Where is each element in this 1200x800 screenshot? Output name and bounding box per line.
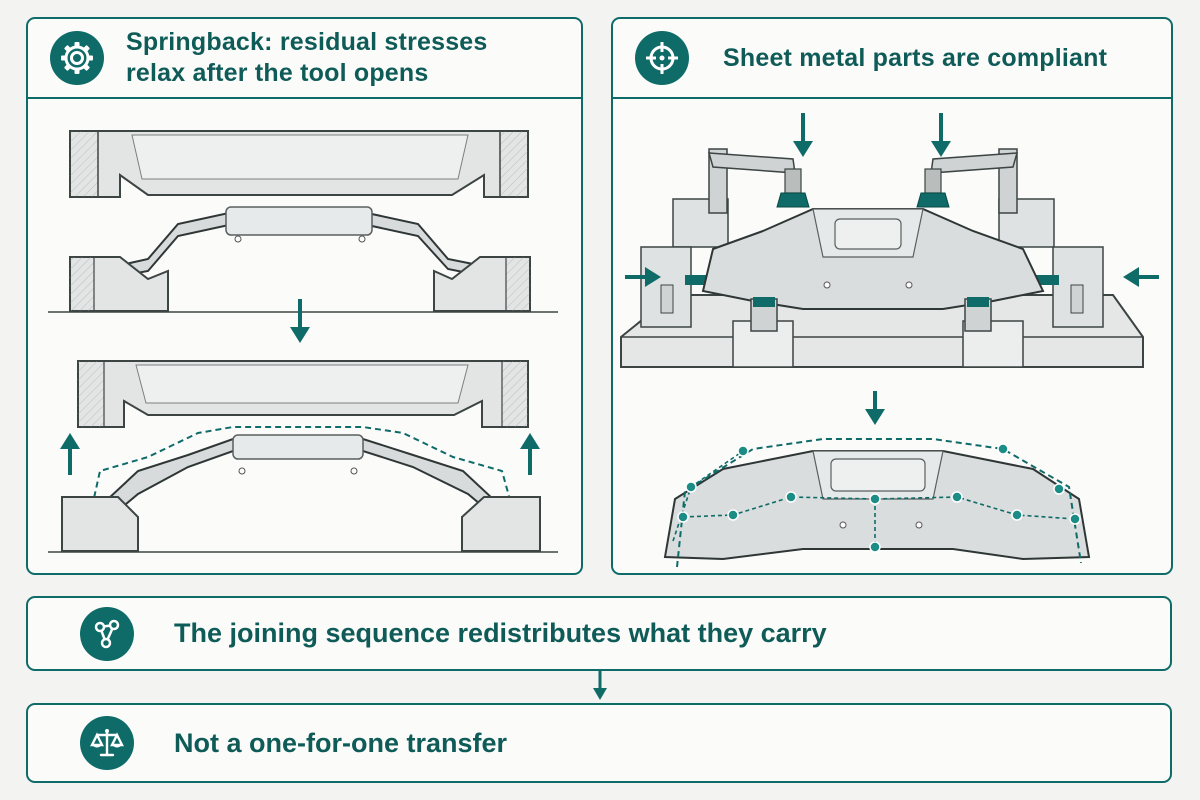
released-sheet-part	[663, 450, 1091, 561]
upper-tool-closed	[69, 130, 529, 198]
tool-open-arrow-left	[60, 433, 80, 475]
clamp-force-arrow-top-left	[793, 113, 813, 157]
springback-header: Springback: residual stresses relax afte…	[28, 19, 581, 99]
release-arrow	[865, 391, 885, 425]
compliant-header: Sheet metal parts are compliant	[613, 19, 1171, 99]
clamp-force-arrow-right	[1123, 267, 1159, 287]
banner-connector-arrow	[593, 671, 607, 700]
lower-tool-open	[48, 496, 558, 553]
locator-clamp-front-right	[964, 297, 992, 332]
crosshair-icon	[635, 31, 689, 85]
gear-icon	[50, 31, 104, 85]
balance-scale-icon	[80, 716, 134, 770]
clamped-sheet-part	[701, 208, 1045, 310]
lower-tool-closed	[48, 256, 558, 313]
compliant-panel: Sheet metal parts are compliant	[611, 17, 1173, 575]
springback-illustration	[48, 130, 558, 553]
measurement-points	[677, 443, 1081, 553]
joining-banner: The joining sequence redistributes what …	[26, 596, 1172, 671]
side-support-right	[1019, 246, 1104, 328]
down-arrow	[290, 299, 310, 343]
transfer-banner-text: Not a one-for-one transfer	[174, 727, 508, 758]
tool-open-arrow-right	[520, 433, 540, 475]
springback-title-line2: relax after the tool opens	[126, 59, 429, 87]
springback-panel: Springback: residual stresses relax afte…	[26, 17, 583, 575]
upper-tool-open	[77, 360, 529, 428]
compliant-title: Sheet metal parts are compliant	[723, 43, 1108, 72]
formed-part-closed	[102, 206, 499, 281]
clamp-force-arrow-top-right	[931, 113, 951, 157]
nominal-part-outline	[676, 438, 1082, 568]
locator-clamp-front-left	[750, 297, 778, 332]
sprung-back-part	[107, 434, 500, 522]
springback-title-line1: Springback: residual stresses	[126, 28, 488, 56]
transfer-banner: Not a one-for-one transfer	[26, 703, 1172, 783]
nominal-shape-outline	[91, 426, 513, 508]
springback-title: Springback: residual stresses relax afte…	[126, 27, 488, 89]
clamp-tower-right	[916, 148, 1055, 248]
clamp-tower-left	[672, 148, 810, 248]
fixture-illustration	[620, 113, 1159, 568]
network-nodes-icon	[80, 606, 134, 661]
joining-banner-text: The joining sequence redistributes what …	[174, 618, 827, 648]
clamp-force-arrow-left	[625, 267, 661, 287]
